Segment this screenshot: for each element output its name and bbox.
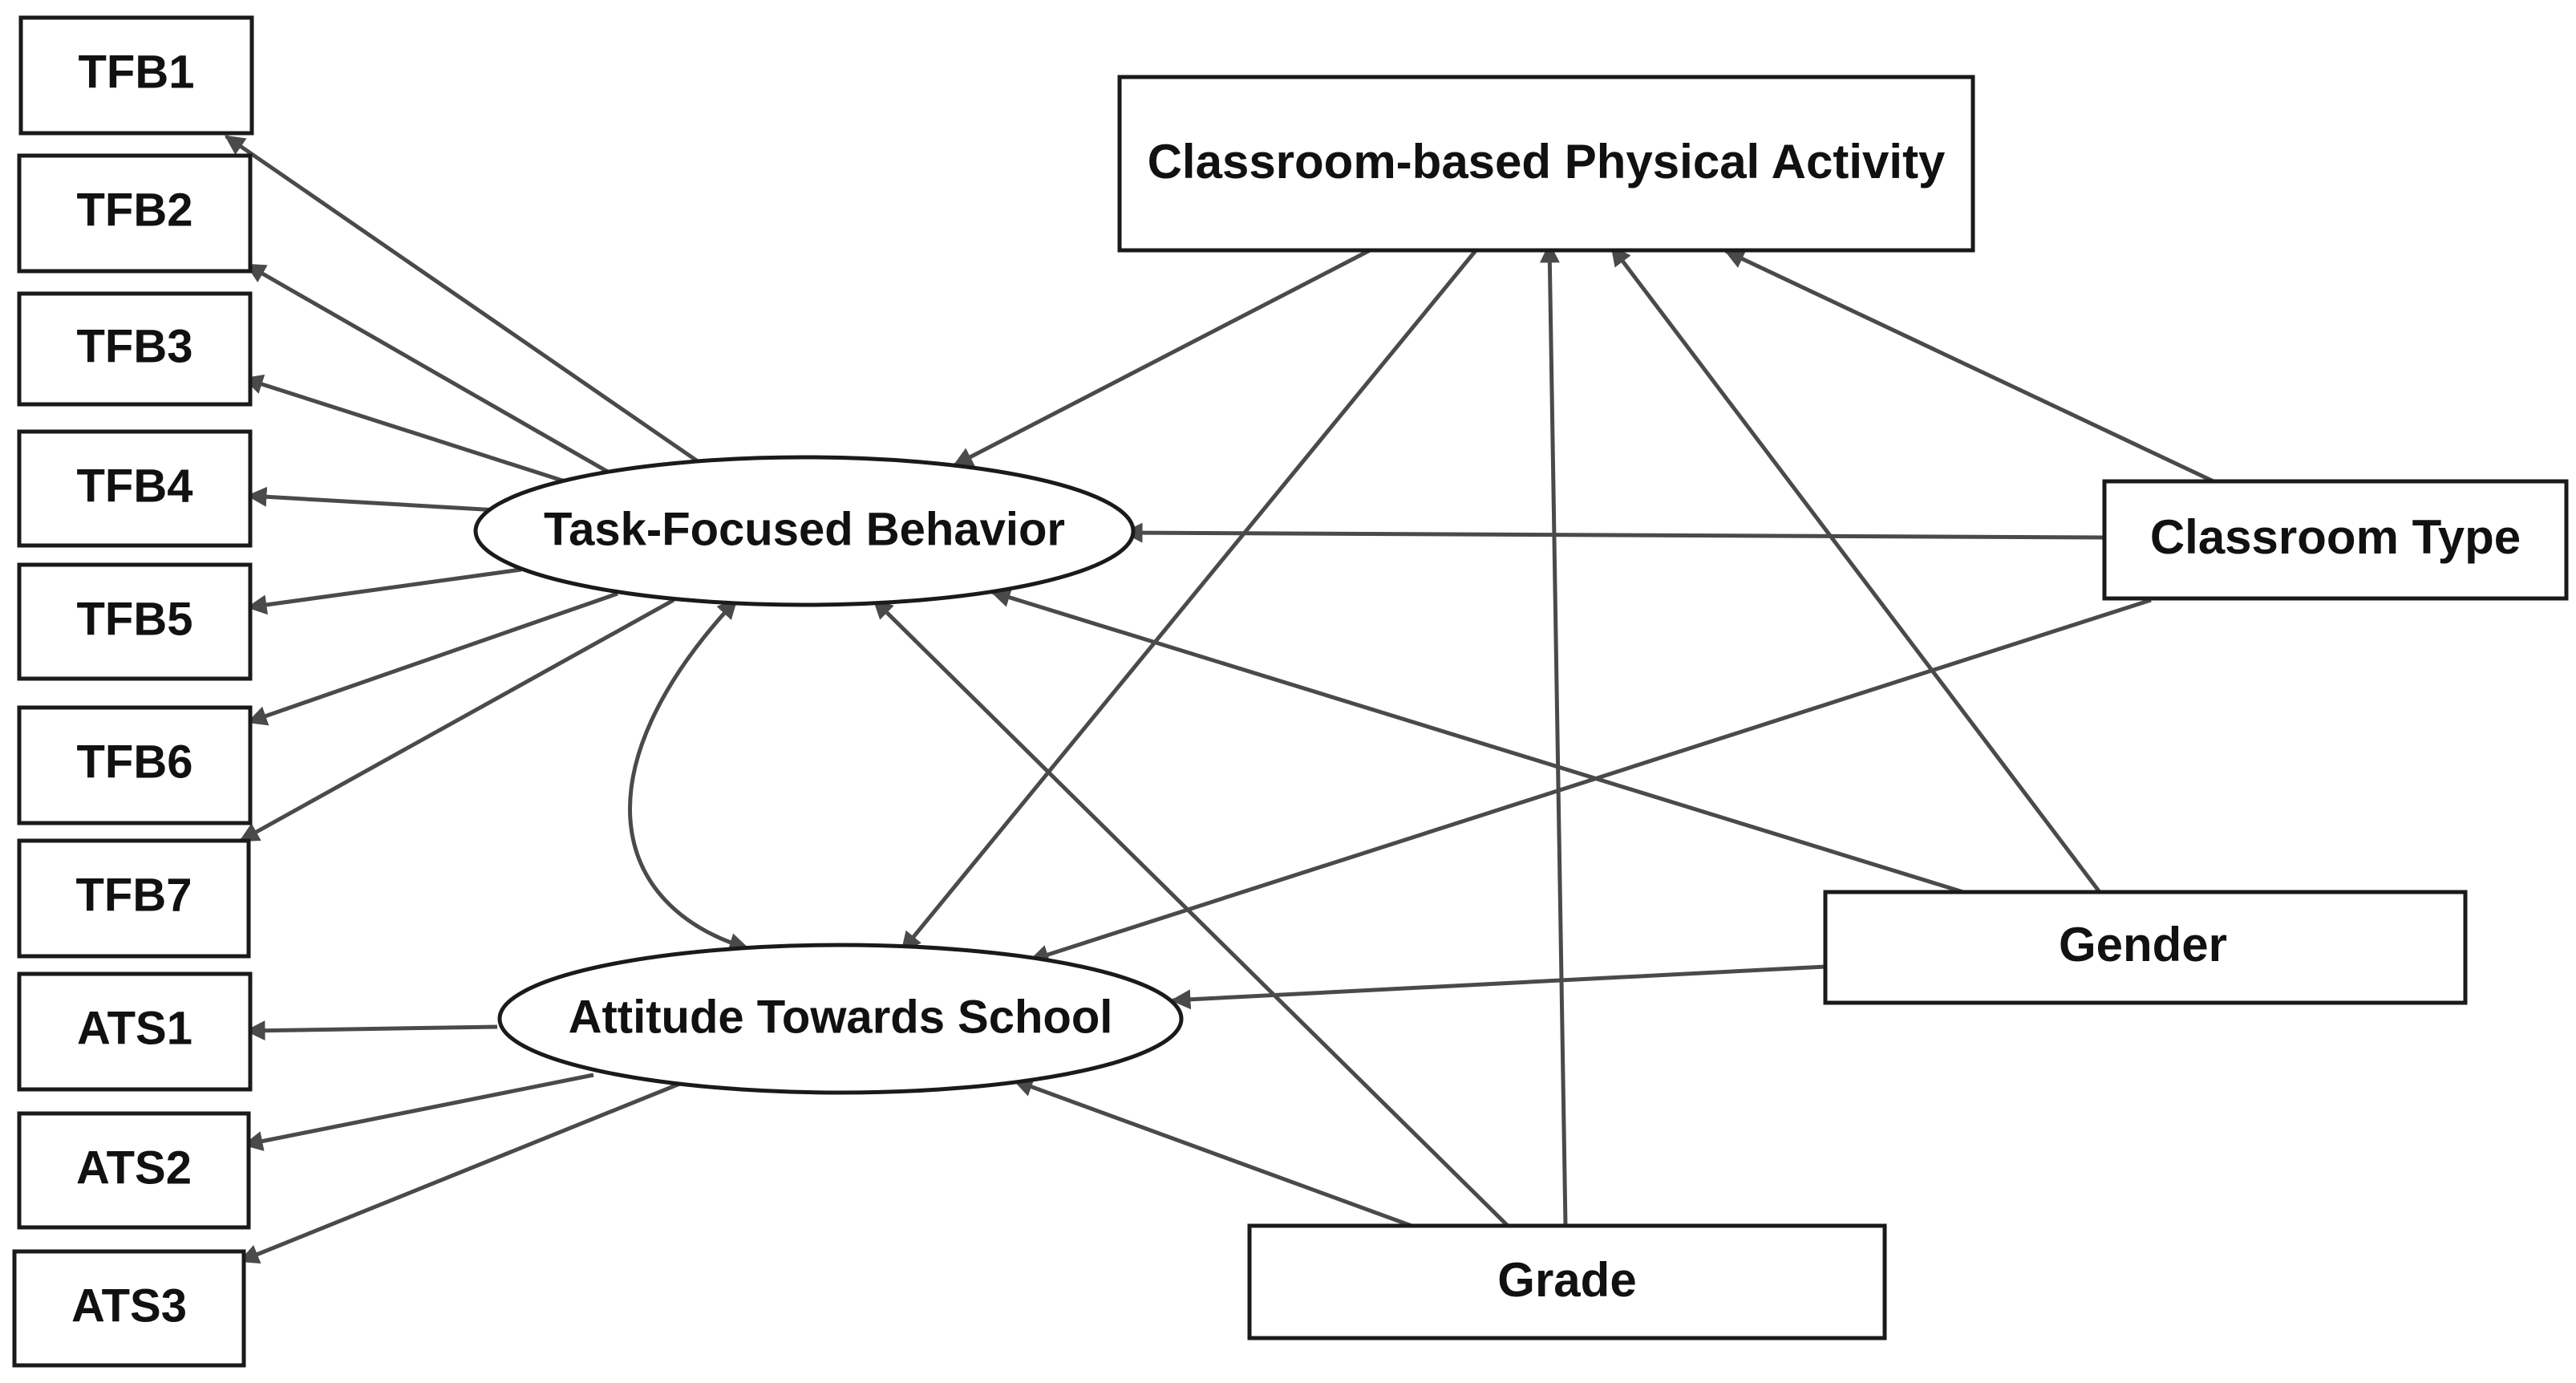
edge-grade-to-cpa (1539, 242, 1568, 1227)
node-tfb1-label: TFB1 (79, 46, 195, 98)
edge-tfb-to-tfb4 (246, 486, 498, 513)
edge-ats-to-ats3 (238, 1081, 682, 1264)
edge-gender-to-tfb (990, 587, 1964, 894)
node-tfb3: TFB3 (17, 291, 253, 407)
edge-tfb-to-tfb3 (242, 374, 578, 488)
edge-tfb-to-tfb5 (246, 567, 522, 615)
node-classroom-physical-activity: Classroom-based Physical Activity (1117, 75, 1975, 253)
node-tfb5-label: TFB5 (77, 593, 193, 645)
node-attitude-towards-school: Attitude Towards School (497, 943, 1184, 1095)
edge-cpa-to-ats (901, 247, 1479, 952)
node-ats1: ATS1 (17, 971, 253, 1092)
latent-nodes: Task-Focused Behavior Attitude Towards S… (473, 455, 1184, 1095)
node-tfb4-label: TFB4 (77, 460, 193, 512)
node-tfb6: TFB6 (17, 705, 253, 825)
node-attitude-towards-school-label: Attitude Towards School (569, 991, 1113, 1043)
node-tfb7: TFB7 (17, 838, 251, 959)
node-ats3-label: ATS3 (71, 1280, 187, 1332)
edge-grade-to-tfb (873, 598, 1509, 1227)
node-grade-label: Grade (1497, 1253, 1636, 1307)
node-tfb6-label: TFB6 (77, 736, 193, 788)
node-tfb1: TFB1 (18, 15, 254, 136)
edge-ats-to-ats2 (242, 1073, 594, 1151)
edge-classroom-type-to-tfb (1122, 522, 2106, 543)
node-task-focused-behavior: Task-Focused Behavior (473, 455, 1136, 607)
edge-classroom-type-to-ats (1028, 598, 2152, 965)
node-ats2-label: ATS2 (76, 1142, 192, 1194)
node-tfb2-label: TFB2 (77, 184, 193, 236)
edge-classroom-type-to-cpa (1723, 249, 2215, 484)
node-task-focused-behavior-label: Task-Focused Behavior (544, 503, 1065, 555)
edge-tfb-to-tfb1 (224, 134, 699, 464)
edge-tfb-to-tfb6 (246, 591, 618, 726)
node-tfb3-label: TFB3 (77, 320, 193, 372)
indicator-nodes: TFB1 TFB2 TFB3 TFB4 TFB5 TFB6 TFB7 ATS1 (12, 15, 254, 1368)
node-tfb4: TFB4 (17, 429, 253, 548)
predictor-nodes: Classroom-based Physical Activity Classr… (1117, 75, 2569, 1340)
node-tfb2: TFB2 (17, 153, 253, 274)
node-ats2: ATS2 (17, 1111, 251, 1230)
node-tfb5: TFB5 (17, 562, 253, 681)
node-classroom-type: Classroom Type (2102, 479, 2569, 601)
edge-ats-to-ats1 (245, 1020, 498, 1041)
node-ats3: ATS3 (12, 1249, 246, 1368)
edge-cpa-to-tfb (952, 246, 1375, 468)
node-classroom-physical-activity-label: Classroom-based Physical Activity (1148, 135, 1946, 189)
node-classroom-type-label: Classroom Type (2150, 510, 2521, 564)
node-grade: Grade (1247, 1223, 1887, 1340)
edges (224, 134, 2215, 1264)
edge-tfb-ats-covariance (628, 598, 750, 953)
edge-tfb-to-tfb2 (245, 262, 619, 480)
node-tfb7-label: TFB7 (76, 869, 192, 921)
edge-gender-to-cpa (1610, 245, 2101, 894)
node-gender-label: Gender (2059, 918, 2227, 971)
edge-gender-to-ats (1170, 964, 1826, 1010)
node-gender: Gender (1823, 890, 2468, 1005)
node-ats1-label: ATS1 (77, 1002, 192, 1054)
edge-grade-to-ats (1012, 1077, 1412, 1228)
edge-tfb-to-tfb7 (238, 598, 675, 843)
